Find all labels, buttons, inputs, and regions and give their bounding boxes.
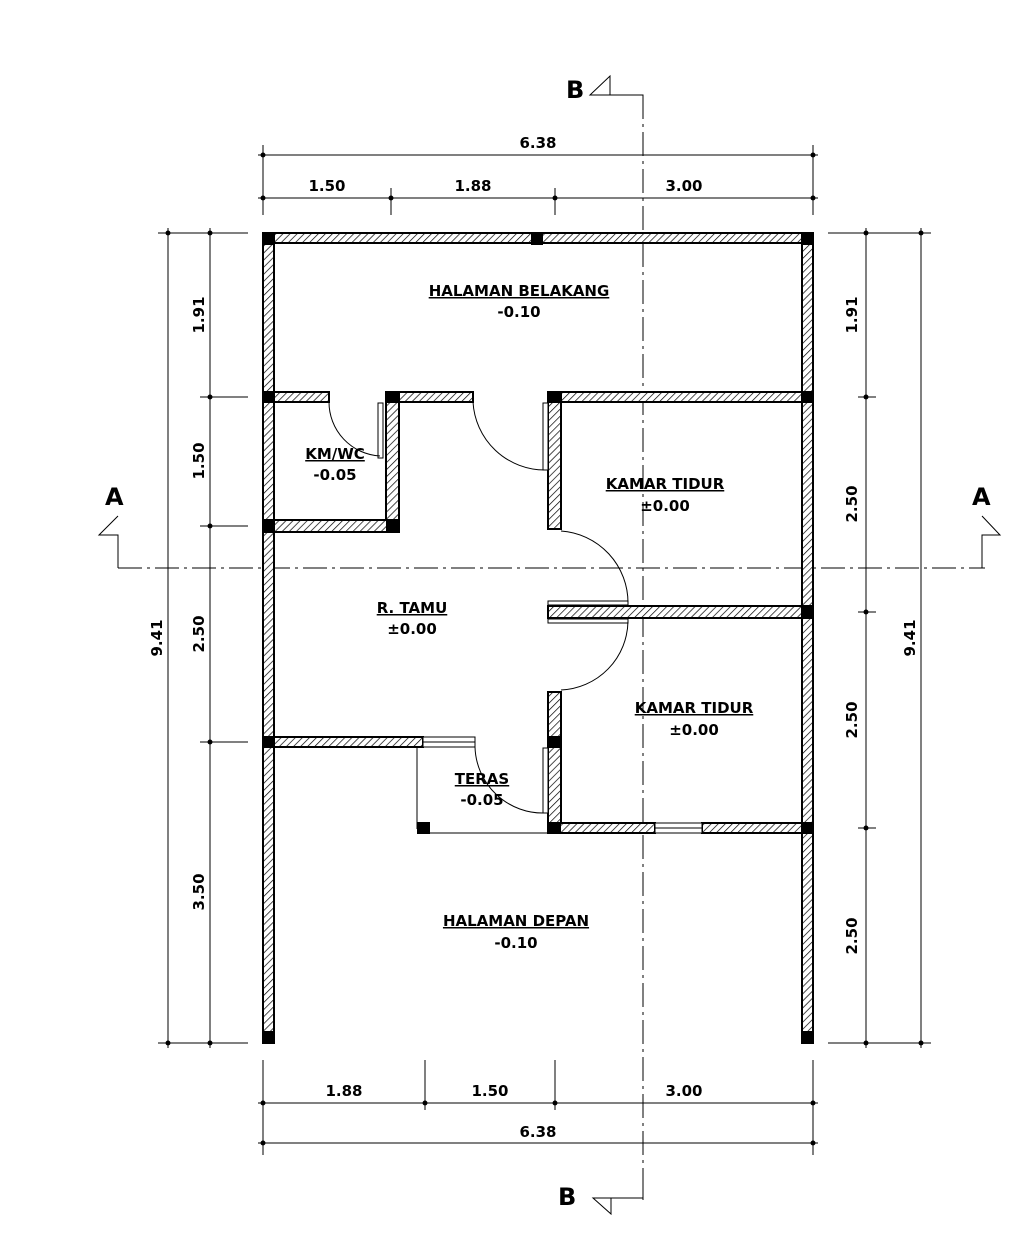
- terrace-outline: [416, 747, 548, 834]
- room-level-living-room: ±0.00: [387, 620, 437, 638]
- room-bathroom: KM/WC -0.05: [305, 445, 365, 484]
- section-lines: [118, 95, 985, 1202]
- door-bedroom-1: [547, 530, 629, 606]
- room-name-bedroom-2: KAMAR TIDUR: [635, 699, 754, 717]
- windows: [422, 736, 703, 834]
- room-name-terrace: TERAS: [455, 770, 509, 788]
- dim-left-seg-1: 1.91: [190, 296, 208, 333]
- dim-top-total: 6.38: [519, 134, 556, 152]
- room-name-bathroom: KM/WC: [305, 445, 365, 463]
- dim-right-seg-1: 1.91: [843, 296, 861, 333]
- room-name-living-room: R. TAMU: [377, 599, 448, 617]
- door-bedroom-2: [547, 618, 629, 691]
- dimension-top: 6.38 1.50 1.88 3.00: [258, 134, 818, 215]
- dim-left-seg-2: 1.50: [190, 442, 208, 479]
- room-bedroom-2: KAMAR TIDUR ±0.00: [635, 699, 754, 739]
- door-bathroom: [328, 401, 384, 459]
- dimension-bottom: 1.88 1.50 3.00 6.38: [258, 1060, 818, 1155]
- dim-bottom-total: 6.38: [519, 1123, 556, 1141]
- room-level-terrace: -0.05: [460, 791, 503, 809]
- dim-bottom-seg-3: 3.00: [665, 1082, 702, 1100]
- dim-top-seg-2: 1.88: [454, 177, 491, 195]
- section-marker-a-left: A: [97, 483, 124, 568]
- room-terrace: TERAS -0.05: [455, 770, 509, 809]
- dim-left-seg-4: 3.50: [190, 873, 208, 910]
- door-back: [472, 401, 549, 471]
- section-marker-b-bottom: B: [558, 1183, 644, 1216]
- room-name-front-yard: HALAMAN DEPAN: [443, 912, 589, 930]
- dim-top-seg-1: 1.50: [308, 177, 345, 195]
- doors: [328, 401, 629, 814]
- section-label-b-top: B: [566, 76, 584, 104]
- room-level-bathroom: -0.05: [313, 466, 356, 484]
- section-marker-b-top: B: [566, 74, 644, 104]
- dim-right-seg-4: 2.50: [843, 917, 861, 954]
- columns: [263, 233, 813, 1043]
- section-label-a-left: A: [105, 483, 124, 511]
- section-marker-a-right: A: [972, 483, 1002, 568]
- room-name-bedroom-1: KAMAR TIDUR: [606, 475, 725, 493]
- room-front-yard: HALAMAN DEPAN -0.10: [443, 912, 589, 952]
- dim-bottom-seg-2: 1.50: [471, 1082, 508, 1100]
- dimension-right: 1.91 2.50 2.50 2.50 9.41: [828, 228, 931, 1048]
- room-back-yard: HALAMAN BELAKANG -0.10: [429, 282, 610, 321]
- door-terrace: [474, 746, 549, 814]
- dim-top-seg-3: 3.00: [665, 177, 702, 195]
- section-label-b-bottom: B: [558, 1183, 576, 1211]
- dim-bottom-seg-1: 1.88: [325, 1082, 362, 1100]
- dim-right-seg-3: 2.50: [843, 701, 861, 738]
- dim-left-total: 9.41: [148, 619, 166, 656]
- room-living-room: R. TAMU ±0.00: [377, 599, 448, 638]
- room-bedroom-1: KAMAR TIDUR ±0.00: [606, 475, 725, 515]
- section-label-a-right: A: [972, 483, 991, 511]
- room-level-front-yard: -0.10: [494, 934, 537, 952]
- room-level-bedroom-1: ±0.00: [640, 497, 690, 515]
- dimension-left: 9.41 1.91 1.50 2.50 3.50: [148, 228, 248, 1048]
- dim-right-total: 9.41: [901, 619, 919, 656]
- dim-left-seg-3: 2.50: [190, 615, 208, 652]
- room-level-bedroom-2: ±0.00: [669, 721, 719, 739]
- room-level-back-yard: -0.10: [497, 303, 540, 321]
- dim-right-seg-2: 2.50: [843, 485, 861, 522]
- room-name-back-yard: HALAMAN BELAKANG: [429, 282, 610, 300]
